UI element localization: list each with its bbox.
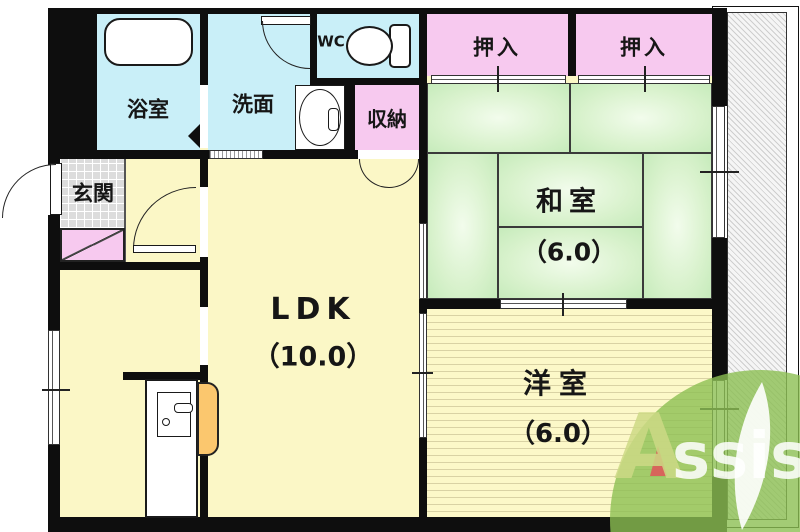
kitchen-appliance-icon — [157, 392, 191, 437]
western-room-size: （6.0） — [508, 419, 608, 449]
kitchen-window — [48, 330, 60, 445]
tatami-mat — [643, 153, 712, 299]
wall — [419, 299, 427, 313]
wall — [48, 262, 208, 270]
tatami-mat — [427, 153, 498, 299]
kitchen-door-opening — [200, 307, 208, 365]
entrance-step-line — [124, 155, 126, 262]
assist-logo: A ssist — [610, 370, 800, 532]
dimension-tick — [700, 171, 739, 173]
appliance-knob-icon — [162, 418, 170, 426]
wall — [345, 85, 355, 150]
wall — [568, 14, 576, 76]
wall — [627, 299, 712, 309]
western-room-label: 洋室 — [522, 367, 596, 400]
storage-room — [355, 85, 419, 150]
hall-door-leaf — [133, 245, 196, 253]
shoe-cabinet — [60, 228, 125, 262]
wall — [310, 14, 317, 85]
entrance-door-arc — [2, 164, 56, 218]
wall — [427, 299, 500, 309]
dimension-tick — [497, 66, 499, 92]
logo-text-initial: A — [614, 395, 684, 500]
logo-leaf-icon — [734, 382, 771, 530]
storage-threshold — [358, 150, 419, 159]
washroom-sliding-door — [209, 150, 263, 159]
wall — [48, 8, 727, 14]
entrance-floor — [60, 155, 125, 228]
bathtub-icon — [104, 18, 193, 66]
closet-west-label: 押入 — [473, 35, 521, 60]
wall — [200, 150, 208, 187]
kitchen-sink-unit — [197, 382, 219, 456]
wall — [123, 372, 200, 380]
wall — [419, 8, 427, 223]
bathroom-label: 浴室 — [127, 97, 169, 122]
dimension-tick — [562, 293, 564, 316]
washroom-label: 洗面 — [232, 92, 274, 117]
toilet-bowl-icon — [346, 26, 393, 66]
wall — [200, 257, 208, 307]
ldk-size: （10.0） — [252, 341, 374, 373]
wc-label: WC — [317, 32, 345, 51]
closet-east — [576, 14, 712, 76]
japanese-room-size: （6.0） — [521, 237, 617, 267]
wall — [712, 238, 727, 380]
closet-east-label: 押入 — [620, 35, 668, 60]
appliance-handle-icon — [174, 403, 193, 413]
hall-door-opening — [200, 187, 208, 257]
wall — [48, 215, 60, 330]
dimension-tick — [412, 372, 433, 374]
logo-text-rest: ssist — [672, 420, 800, 494]
ldk-japanese-room-sliding-door — [419, 223, 427, 299]
wall — [48, 517, 727, 532]
closet-west — [427, 14, 568, 76]
entrance-label: 玄関 — [72, 181, 114, 206]
ldk-western-room-sliding-door — [419, 313, 427, 438]
wall — [48, 445, 60, 518]
washing-machine-handle-icon — [328, 108, 339, 131]
wall — [48, 8, 97, 155]
wall — [48, 155, 60, 165]
ldk-label: LDK — [270, 292, 356, 327]
wall — [310, 78, 427, 85]
tatami-mat — [427, 83, 570, 153]
japanese-room-label: 和室 — [536, 186, 602, 218]
tatami-mat — [498, 153, 643, 227]
bathroom-door — [200, 85, 208, 148]
tatami-mat — [498, 227, 643, 299]
dimension-tick — [644, 66, 646, 92]
wall — [419, 438, 427, 518]
wall — [200, 14, 208, 85]
dimension-tick — [42, 389, 70, 391]
logo-red-accent — [650, 446, 667, 476]
wall — [712, 8, 727, 106]
storage-label: 収納 — [367, 107, 407, 131]
tatami-mat — [570, 83, 712, 153]
